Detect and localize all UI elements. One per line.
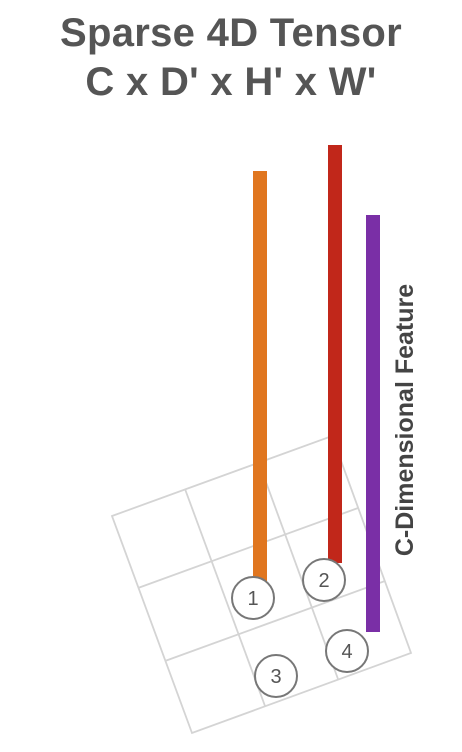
node-4: 4 xyxy=(325,629,369,673)
node-4-label: 4 xyxy=(341,641,352,663)
diagram-title-line-1: Sparse 4D Tensor xyxy=(60,11,402,55)
grid-line-row-1 xyxy=(137,507,359,589)
node-1-label: 1 xyxy=(247,588,258,610)
grid-line-col-1 xyxy=(184,488,266,707)
feature-bar-purple xyxy=(366,215,380,632)
grid-line-row-2 xyxy=(164,580,386,662)
diagram-title-line-2: C x D' x H' x W' xyxy=(85,60,377,104)
grid-line-col-2 xyxy=(258,462,339,680)
node-2: 2 xyxy=(302,558,346,602)
feature-axis-label: C-Dimensional Feature xyxy=(391,284,419,556)
node-3: 3 xyxy=(254,654,298,698)
node-3-label: 3 xyxy=(270,666,281,688)
feature-bar-orange xyxy=(253,171,267,583)
node-1: 1 xyxy=(231,576,275,620)
node-2-label: 2 xyxy=(318,570,329,592)
feature-bar-red xyxy=(328,145,342,563)
